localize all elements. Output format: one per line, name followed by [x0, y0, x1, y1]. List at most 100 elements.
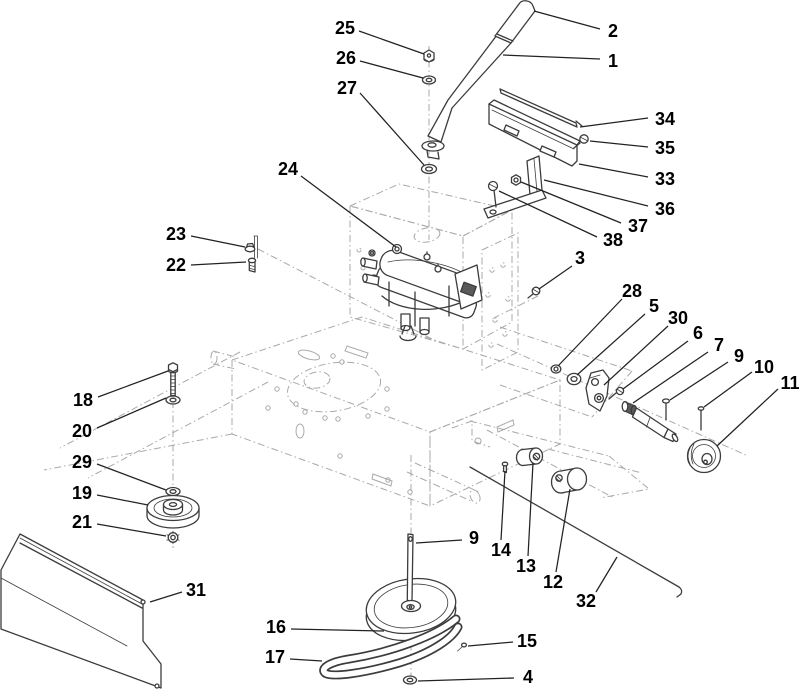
- locknut-21: [166, 530, 180, 545]
- nut-25: [423, 49, 435, 63]
- bolt-38: [487, 180, 499, 208]
- bolt-6: [608, 386, 625, 400]
- plate-slot-a: [503, 124, 520, 137]
- clevis-pin-9: [661, 398, 671, 421]
- callout-2: 2: [608, 21, 618, 41]
- frame-right-slot: [496, 419, 515, 433]
- frame-slot: [344, 345, 369, 359]
- callout-13: 13: [516, 556, 536, 576]
- callout-35: 35: [655, 138, 675, 158]
- callout-5: 5: [649, 296, 659, 316]
- bolt-22: [247, 257, 257, 273]
- callout-30: 30: [668, 308, 688, 328]
- leader-line-9: [669, 361, 729, 401]
- washer-20: [165, 395, 181, 405]
- plate-inner-line: [491, 109, 575, 150]
- leader-line-3: [538, 265, 573, 290]
- frame-right-wing: [499, 326, 633, 418]
- callout-29: 29: [72, 452, 92, 472]
- leader-line-15: [467, 641, 514, 647]
- nut-23: [244, 242, 256, 253]
- frame-lower-right: [429, 379, 561, 507]
- washer-5: [566, 372, 582, 386]
- frame-large-hole: [286, 361, 382, 413]
- callout-31: 31: [186, 580, 206, 600]
- lever-foot-tab: [426, 149, 440, 160]
- leader-line-35: [589, 140, 649, 148]
- gearbox-fork: [399, 325, 417, 342]
- frame-step: [451, 420, 491, 448]
- decal-34: [499, 88, 578, 128]
- bracket-36-flange: [483, 189, 547, 219]
- bracket-30: [585, 369, 610, 412]
- washer-4: [402, 675, 418, 685]
- callout-27: 27: [337, 78, 357, 98]
- leader-line-37: [520, 181, 622, 224]
- screw-3: [527, 286, 541, 299]
- leader-line-33: [578, 163, 649, 178]
- leader-line-24: [300, 175, 397, 248]
- callout-18: 18: [73, 390, 93, 410]
- callout-26: 26: [336, 48, 356, 68]
- lever-foot-hole: [427, 142, 437, 148]
- leader-line-22: [190, 261, 247, 266]
- leader-line-36: [543, 179, 649, 207]
- callout-34: 34: [655, 109, 675, 129]
- callout-17: 17: [265, 647, 285, 667]
- leader-line-31: [149, 591, 183, 603]
- leader-line-13: [527, 462, 534, 557]
- leader-line-21: [96, 523, 167, 537]
- idler-pulley-19: [146, 494, 200, 529]
- leader-line-19: [96, 494, 149, 506]
- pulley-16-hub: [400, 599, 422, 613]
- leader-line-2: [533, 10, 601, 30]
- callout-38: 38: [603, 230, 623, 250]
- frame-tower-right: [462, 209, 513, 350]
- spacer-13: [515, 447, 544, 467]
- callout-36: 36: [655, 199, 675, 219]
- frame-cross-tube: [406, 462, 480, 502]
- callout-24: 24: [278, 159, 298, 179]
- jackshaft-9: [631, 407, 679, 443]
- callout-9: 9: [469, 528, 479, 548]
- callout-16: 16: [266, 617, 286, 637]
- control-plate-33: [488, 103, 578, 167]
- washer-28: [550, 364, 562, 374]
- centerline-spacers: [486, 429, 615, 499]
- frame-right-panel: [481, 232, 519, 371]
- callout-33: 33: [655, 169, 675, 189]
- callout-25: 25: [335, 18, 355, 38]
- callout-11: 11: [780, 373, 799, 393]
- parts-solid: [0, 0, 722, 689]
- decal-tick: [575, 120, 583, 127]
- bracket-36-bend: [533, 158, 538, 193]
- frame-right-panel-holes: [356, 247, 511, 348]
- baffle-31: [0, 533, 162, 689]
- gearbox-studs-down: [388, 281, 450, 327]
- centerline-jackshaft: [496, 343, 749, 457]
- leader-line-4: [417, 677, 515, 682]
- frame-phantom-outline: [43, 46, 749, 676]
- callout-23: 23: [166, 224, 186, 244]
- flange-hole: [489, 209, 497, 215]
- leader-line-27: [359, 92, 425, 166]
- screw-35: [573, 134, 589, 149]
- nut-37: [510, 174, 522, 186]
- leader-line-7: [632, 351, 709, 404]
- centerline-screw3: [491, 295, 539, 320]
- frame-front-holes: [265, 405, 413, 495]
- leader-line-18: [97, 370, 169, 398]
- leader-line-20: [96, 397, 167, 429]
- leader-line-25: [358, 30, 425, 55]
- callout-20: 20: [72, 421, 92, 441]
- leader-line-17: [289, 658, 323, 662]
- grip-joint-line: [496, 33, 514, 42]
- leader-line-14: [500, 470, 506, 541]
- leader-line-12: [555, 488, 571, 573]
- leader-line-6: [622, 340, 689, 390]
- callout-3: 3: [575, 248, 585, 268]
- callout-7: 7: [714, 335, 724, 355]
- callout-9: 9: [734, 346, 744, 366]
